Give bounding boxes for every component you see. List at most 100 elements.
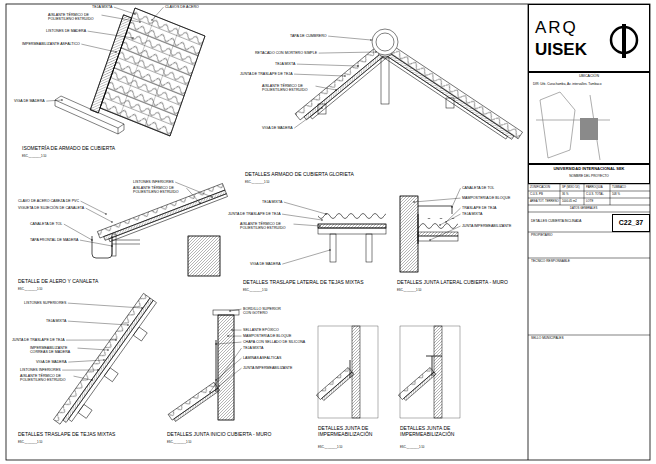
- leader-line: [228, 336, 242, 337]
- part-label: IMPERMEABILIZANTE ASFÁLTICO: [22, 42, 80, 46]
- table-cell: C.U.S. TOTAL: [586, 193, 604, 196]
- leader-line: [297, 64, 358, 66]
- leader-line: [216, 358, 242, 380]
- table-cell: 1000.45 m2: [562, 200, 577, 203]
- leader-line: [219, 368, 242, 386]
- leader-dot: [370, 39, 371, 40]
- cell-text: NOMBRE DEL PROYECTO: [529, 175, 649, 179]
- part-label: AISLANTE TÉRMICO DE POLIESTILENO ESTRUID…: [48, 13, 100, 21]
- part-label: AISLANTE TÉRMICO DE POLIESTILENO ESTRUID…: [240, 222, 292, 230]
- title-block-cell: UNIVERSIDAD INTERNACIONAL SEKNOMBRE DEL …: [528, 164, 650, 184]
- leader-dot: [357, 65, 358, 66]
- part-label: TEJA MIXTA: [275, 62, 295, 66]
- part-label: JUNTA DE TRASLAPE DE TEJA: [228, 212, 281, 216]
- roof-isometric: [55, 5, 205, 141]
- leader-line: [294, 224, 321, 226]
- part-label: MAMPOSTERIA DE BLOQUE: [462, 196, 510, 200]
- part-label: TAPA FRONTAL DE MADERA: [30, 238, 78, 242]
- part-label: LÁMINAS ASFÁLTICAS: [243, 356, 281, 360]
- leader-dot: [439, 224, 440, 225]
- table-cell: 108 %: [612, 193, 620, 196]
- leader-dot: [329, 249, 330, 250]
- detail-title: DETALLES JUNTA DE IMPERMEABILIZACIÓN: [318, 426, 396, 438]
- cell-text: DIR: Urb. Curuchamba, Av. intervalles. T…: [533, 83, 601, 87]
- table-cell: AREA TOT. TERRENO: [530, 200, 559, 203]
- leader-dot: [91, 239, 92, 240]
- leader-line: [446, 208, 461, 222]
- leader-line: [230, 309, 242, 311]
- leader-line: [80, 240, 112, 246]
- leader-dot: [97, 369, 98, 370]
- leader-dot: [105, 213, 106, 214]
- scale-note: ESC.________1:10: [318, 446, 342, 449]
- leader-line: [187, 188, 201, 203]
- cell-heading: ARQ: [535, 19, 578, 38]
- part-label: LISTONES INFERIORES: [20, 368, 61, 372]
- part-label: VIGA DE MADERA: [262, 126, 293, 130]
- title-block-note: TECNICO RESPONSABLE: [531, 260, 570, 264]
- detail-title: DETALLES ARMADO DE CUBIERTA GLORIETA: [245, 172, 354, 178]
- leader-line: [102, 15, 141, 22]
- detail-title: DETALLES JUNTA DE IMPERMEABILIZACIÓN: [400, 426, 478, 438]
- lateral-overlap-section: [318, 210, 386, 262]
- leader-line: [294, 108, 322, 128]
- leader-line: [81, 44, 116, 52]
- leader-line: [430, 226, 461, 240]
- cell-text: UISEK: [535, 41, 587, 60]
- leader-line: [328, 36, 371, 40]
- waterproof-joint-1: [316, 326, 378, 418]
- leader-line: [66, 340, 116, 341]
- leader-line: [316, 86, 337, 90]
- detail-title: DETALLE DE ALERO Y CANALETA: [18, 279, 98, 285]
- scale-note: ESC.________1:10: [400, 446, 424, 449]
- leader-line: [294, 74, 345, 76]
- part-label: VIGUETA DE SUJECIÓN DE CANALETA: [18, 206, 84, 210]
- title-block-note: PROPIETARIO: [531, 234, 553, 238]
- part-label: SELLANTE EPÓXICO: [243, 328, 279, 332]
- leader-line: [282, 214, 322, 220]
- leader-dot: [215, 343, 216, 344]
- part-label: JUNTA DE TRASLAPE DE TEJA: [12, 338, 65, 342]
- part-label: TEJA MIXTA: [262, 200, 282, 204]
- leader-dot: [231, 329, 232, 330]
- part-label: AISLANTE TÉRMICO DE POLIESTILENO ESTRUID…: [262, 84, 314, 92]
- part-label: TAPA DE CUMBRERO: [290, 34, 327, 38]
- part-label: AISLANTE TÉRMICO DE POLIESTILENO ESTRUID…: [133, 186, 185, 194]
- leader-line: [74, 376, 93, 380]
- leader-line: [78, 348, 109, 350]
- leader-dot: [375, 51, 376, 52]
- leader-line: [284, 202, 326, 214]
- part-label: JUNTA IMPERMEABILIZANTE: [243, 366, 292, 370]
- part-label: TEJA MIXTA: [243, 346, 263, 350]
- leader-dot: [111, 245, 112, 246]
- leader-dot: [107, 349, 108, 350]
- title-block-cell: UBICACIÓN DIR: Urb. Curuchamba, Av. inter…: [528, 72, 650, 164]
- leader-line: [114, 7, 135, 14]
- part-label: JUNTA DE TRASLAPE DE TEJA: [240, 72, 293, 76]
- scale-note: ESC.________1:10: [167, 441, 191, 444]
- leader-line: [452, 188, 461, 207]
- title-block-note: SELLO MUNICIPALES: [531, 337, 564, 341]
- scale-note: ESC.________1:10: [22, 155, 46, 158]
- cell-heading: UBICACIÓN: [529, 75, 649, 79]
- part-label: TEJA MIXTA: [92, 5, 112, 9]
- leader-dot: [218, 385, 219, 386]
- ridge-section: [295, 29, 523, 145]
- part-label: TRASLAPE DE TEJA: [462, 206, 497, 210]
- leader-dot: [211, 196, 212, 197]
- part-label: LISTONES INFERIORES: [133, 180, 174, 184]
- scale-note: ESC.________1:10: [18, 441, 42, 444]
- tile-overlap-section: [53, 293, 164, 434]
- title-block-note: DETALLES CUBIERTA INCLINADA: [531, 220, 581, 224]
- leader-line: [62, 370, 98, 371]
- leader-line: [232, 330, 242, 331]
- title-block-cell: C22_37: [612, 214, 650, 232]
- leader-dot: [209, 391, 210, 392]
- leader-dot: [215, 379, 216, 380]
- leader-dot: [134, 13, 135, 14]
- leader-dot: [227, 335, 228, 336]
- leader-line: [319, 52, 376, 53]
- part-label: IMPERMEABILIZANTE CORREAS DE MADERA: [30, 346, 76, 354]
